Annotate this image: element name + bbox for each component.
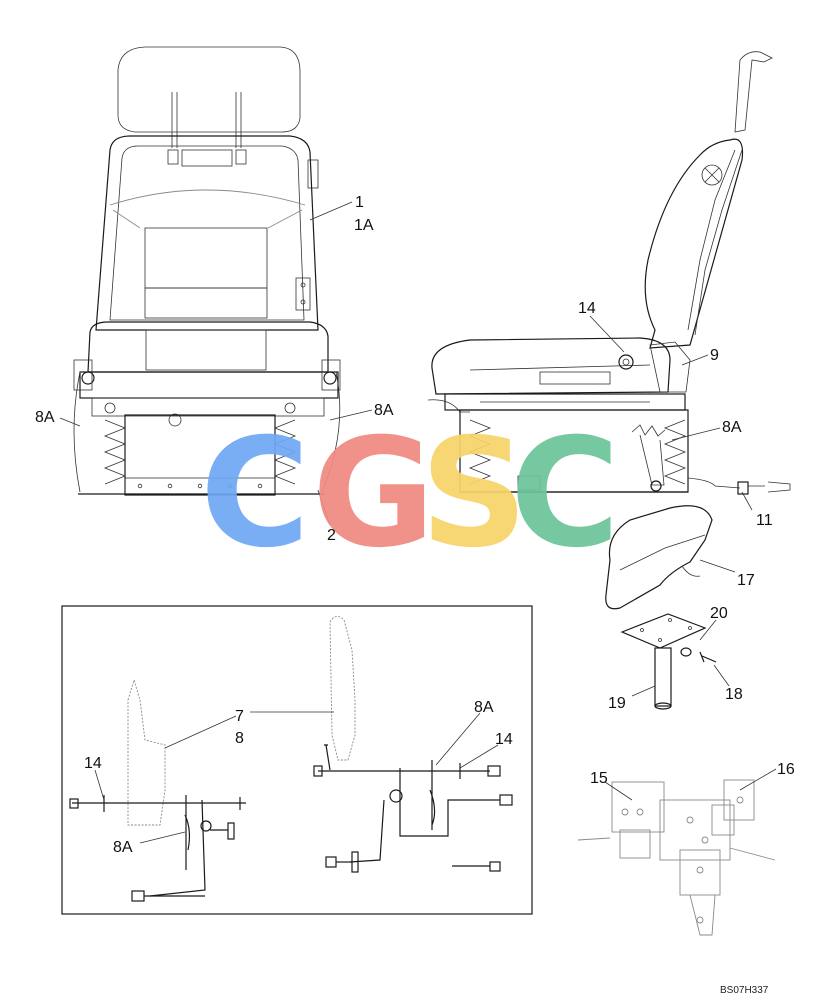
callout-1a: 1A: [354, 217, 374, 234]
drawing-code: BS07H337: [720, 985, 769, 996]
callout-15: 15: [590, 770, 608, 787]
callout-8a-right: 8A: [722, 419, 742, 436]
callout-8a-box-right: 8A: [474, 699, 494, 716]
watermark: C G S C: [200, 407, 620, 581]
callout-16: 16: [777, 761, 795, 778]
detail-box: [61, 605, 533, 915]
seat-front-view: [73, 46, 341, 496]
watermark-letter-c2: C: [510, 407, 620, 581]
callout-labels: 1 1A 8A 8A 2 14 9 8A 11 17 20 19 18 16 1…: [35, 194, 795, 996]
callout-14-box-left: 14: [84, 755, 102, 772]
callout-14-box-right: 14: [495, 731, 513, 748]
armrest-assembly: [605, 505, 717, 710]
callout-20: 20: [710, 605, 728, 622]
callout-19: 19: [608, 695, 626, 712]
callout-14-side: 14: [578, 300, 596, 317]
callout-1: 1: [355, 194, 364, 211]
callout-17: 17: [737, 572, 755, 589]
callout-9: 9: [710, 347, 719, 364]
watermark-letter-g: G: [312, 407, 435, 581]
callout-11: 11: [756, 512, 773, 529]
callout-8a-box-left: 8A: [113, 839, 133, 856]
callout-18: 18: [725, 686, 743, 703]
valve-block: [577, 779, 776, 936]
callout-8a-mid: 8A: [374, 402, 394, 419]
seat-side-view: [427, 51, 791, 495]
callout-8a-left: 8A: [35, 409, 55, 426]
watermark-letter-c1: C: [200, 407, 310, 581]
callout-7: 7: [235, 708, 244, 725]
callout-8: 8: [235, 730, 244, 747]
leader-lines: [59, 201, 777, 844]
callout-2: 2: [327, 527, 336, 544]
watermark-letter-s: S: [420, 407, 528, 581]
